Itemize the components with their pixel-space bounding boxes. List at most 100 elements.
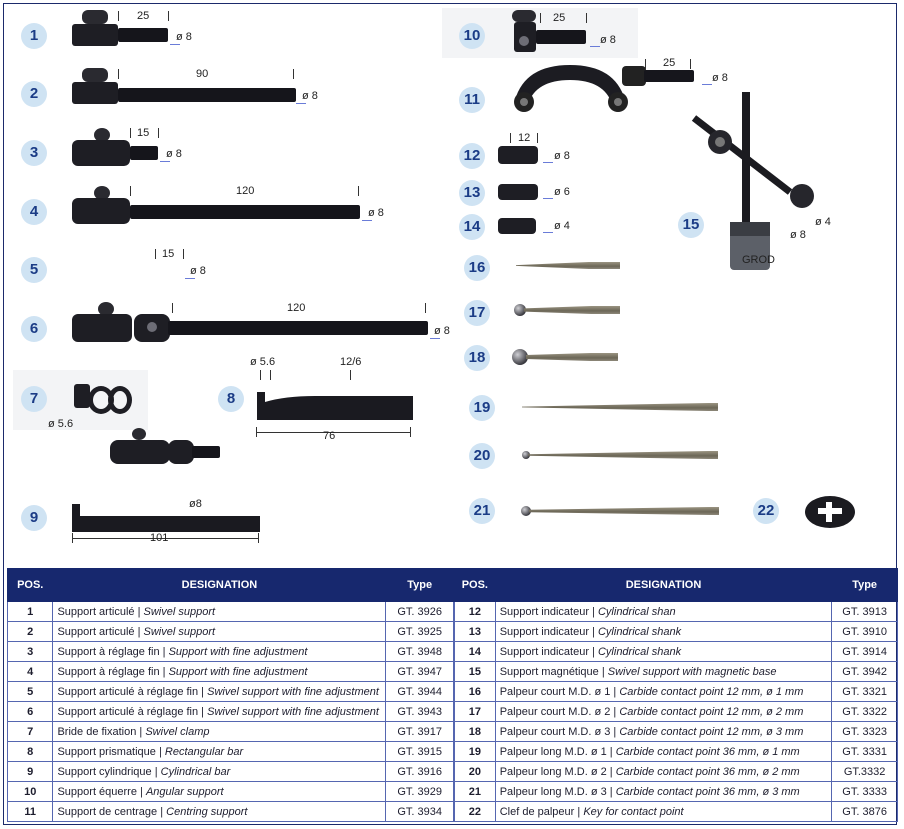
designation-en: Swivel support with magnetic base [607,665,777,678]
row-type: GT. 3322 [831,701,898,722]
designation-fr: Support articulé à réglage fin [57,705,199,718]
designation-fr: Support magnétique [499,665,599,678]
designation-separator: | [136,785,146,798]
item-14-shank [498,218,536,234]
item-13-shank [498,184,538,200]
row-pos: 13 [454,621,496,642]
dim-diameter: ø 8 [166,148,182,160]
col-type-header: Type [385,568,454,602]
row-designation: Palpeur long M.D. ø 2 | Carbide contact … [494,761,833,782]
item-8-rectangular-bar [257,392,413,420]
dim-tick [293,69,294,79]
designation-separator: | [198,685,208,698]
row-pos: 4 [6,661,54,682]
row-designation: Support à réglage fin | Support with fin… [52,641,387,662]
designation-en: Cylindrical shank [597,645,682,658]
dim-length: 90 [196,68,209,80]
item-2-rod [118,88,296,102]
item-18-probe [526,353,618,361]
designation-separator: | [136,725,146,738]
designation-separator: | [134,605,144,618]
dim-tick [690,59,691,69]
designation-separator: | [151,765,161,778]
position-badge: 14 [459,214,485,240]
row-type: GT. 3929 [385,781,454,802]
dim-marker [543,232,553,233]
designation-fr: Palpeur court M.D. ø 1 [499,685,611,698]
row-designation: Bride de fixation | Swivel clamp [52,721,387,742]
position-badge: 19 [469,395,495,421]
designation-en: Cylindrical bar [160,765,231,778]
row-type: GT. 3943 [385,701,454,722]
row-pos: 12 [454,601,496,622]
row-designation: Support indicateur | Cylindrical shank [494,641,833,662]
designation-en: Swivel support with fine adjustment [207,685,379,698]
position-badge: 13 [459,180,485,206]
position-badge: 6 [21,316,47,342]
designation-en: Angular support [145,785,224,798]
dim-size: 12/6 [340,356,362,368]
dim-tick [425,303,426,313]
dim-length: 120 [236,185,255,197]
designation-separator: | [589,645,598,658]
item-7-swivel [168,440,194,464]
row-type: GT. 3947 [385,661,454,682]
dim-diameter: ø 8 [712,72,728,84]
designation-en: Swivel support with fine adjustment [207,705,379,718]
position-badge: 10 [459,23,485,49]
dim-marker [543,198,553,199]
row-designation: Support articulé à réglage fin | Swivel … [52,681,387,702]
designation-fr: Palpeur court M.D. ø 3 [499,725,611,738]
designation-separator: | [606,765,616,778]
item-11-centring-support [514,65,694,112]
row-pos: 2 [6,621,54,642]
designation-separator: | [159,665,169,678]
position-badge: 18 [464,345,490,371]
dim-marker [362,220,372,221]
item-7-body [110,440,170,464]
item-3-rod [130,146,158,160]
row-type: GT. 3917 [385,721,454,742]
designation-separator: | [610,685,620,698]
row-type: GT. 3913 [831,601,898,622]
designation-separator: | [159,645,169,658]
row-designation: Support articulé | Swivel support [52,621,387,642]
designation-en: Swivel clamp [145,725,210,738]
col-type-header: Type [831,568,898,602]
item-22-key [805,496,855,528]
position-badge: 4 [21,199,47,225]
position-badge: 5 [21,257,47,283]
row-designation: Support cylindrique | Cylindrical bar [52,761,387,782]
dim-diameter: ø 8 [790,229,806,241]
designation-fr: Support articulé à réglage fin [57,685,199,698]
item-17-probe [524,306,620,314]
designation-en: Centring support [166,805,248,818]
designation-en: Swivel support [143,605,216,618]
item-9-cylindrical-bar [72,504,260,532]
dim-length: 15 [137,127,150,139]
dim-tick [118,11,119,21]
dim-line [256,432,411,433]
row-designation: Palpeur long M.D. ø 1 | Carbide contact … [494,741,833,762]
item-6-body [72,314,132,342]
col-designation-header: DESIGNATION [494,568,833,602]
item-12-shank [498,146,538,164]
row-pos: 11 [6,801,54,822]
position-badge: 22 [753,498,779,524]
row-pos: 16 [454,681,496,702]
row-type: GT. 3331 [831,741,898,762]
item-10-hole [519,36,529,46]
row-pos: 19 [454,741,496,762]
dim-tick [258,533,259,543]
designation-fr: Palpeur long M.D. ø 2 [499,765,607,778]
designation-fr: Support à réglage fin [57,665,160,678]
table-header-row: POS. DESIGNATION Type [454,568,898,602]
designation-separator: | [155,745,165,758]
designation-fr: Palpeur long M.D. ø 3 [499,785,607,798]
dim-diameter: ø 4 [815,216,831,228]
